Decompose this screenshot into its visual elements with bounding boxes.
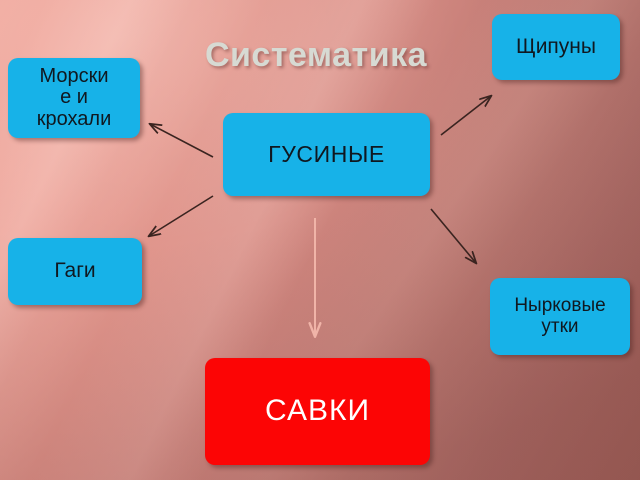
- node-nyrkovye-utki[interactable]: Нырковые утки: [490, 278, 630, 355]
- node-gagi-label: Гаги: [54, 259, 96, 283]
- node-morskie-label: Морски е и крохали: [36, 64, 112, 130]
- node-shchipuny[interactable]: Щипуны: [492, 14, 620, 80]
- node-morskie-i-krohali[interactable]: Морски е и крохали: [8, 58, 140, 138]
- node-gusinye-label: ГУСИНЫЕ: [268, 141, 385, 168]
- node-savki[interactable]: САВКИ: [205, 358, 430, 465]
- node-nyrkovye-label: Нырковые утки: [514, 294, 606, 337]
- node-savki-label: САВКИ: [264, 394, 371, 428]
- node-shchipuny-label: Щипуны: [516, 34, 596, 58]
- node-gagi[interactable]: Гаги: [8, 238, 142, 305]
- slide-title: Систематика: [204, 36, 428, 74]
- node-gusinye[interactable]: ГУСИНЫЕ: [223, 113, 430, 196]
